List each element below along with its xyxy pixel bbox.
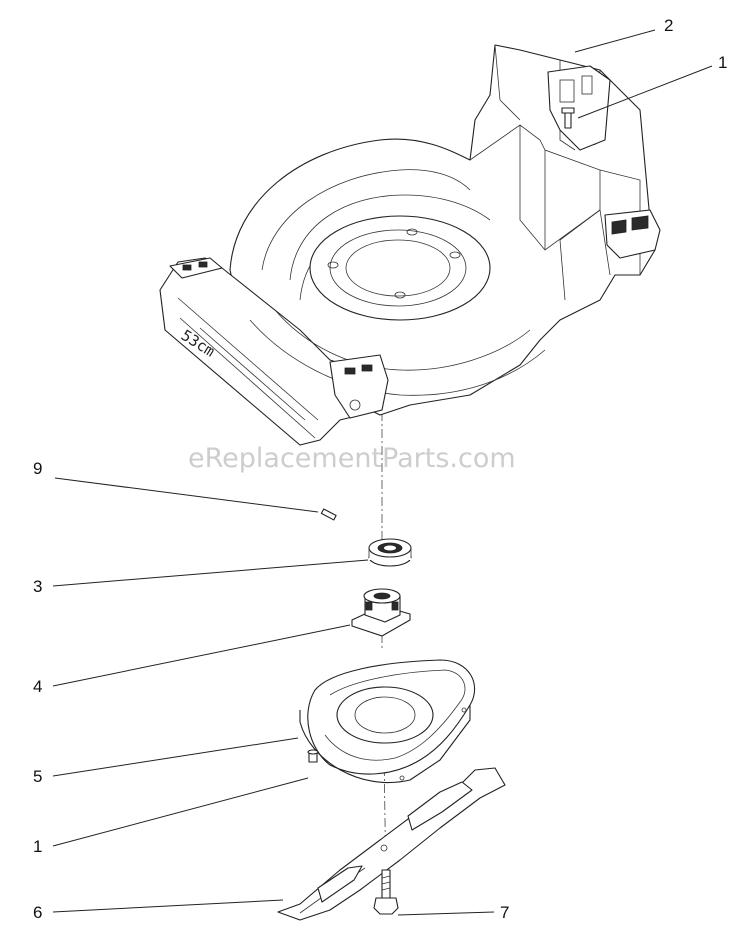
- part-5-baffle: [299, 659, 476, 784]
- part-9-key: [320, 508, 337, 521]
- part-1-bottom-bolt: [307, 749, 319, 763]
- callout-labels: 2 1 9 3 4 5 1 6 7: [33, 16, 727, 922]
- callout-1-bottom: 1: [33, 837, 42, 856]
- part-6-blade: [277, 767, 506, 921]
- callout-1-top: 1: [718, 53, 727, 72]
- part-4-blade-adapter: [351, 588, 411, 637]
- callout-6: 6: [33, 903, 42, 922]
- part-3-bearing: [368, 538, 412, 567]
- watermark-text: eReplacementParts.com: [188, 443, 516, 474]
- callout-9: 9: [33, 459, 42, 478]
- part-7-blade-bolt: [373, 869, 399, 915]
- callout-7: 7: [500, 903, 509, 922]
- mower-deck-housing: 53cm: [159, 44, 661, 446]
- leader-lines: [52, 29, 713, 916]
- callout-5: 5: [33, 767, 42, 786]
- callout-2-top: 2: [664, 16, 673, 35]
- callout-4: 4: [33, 677, 42, 696]
- callout-3: 3: [33, 577, 42, 596]
